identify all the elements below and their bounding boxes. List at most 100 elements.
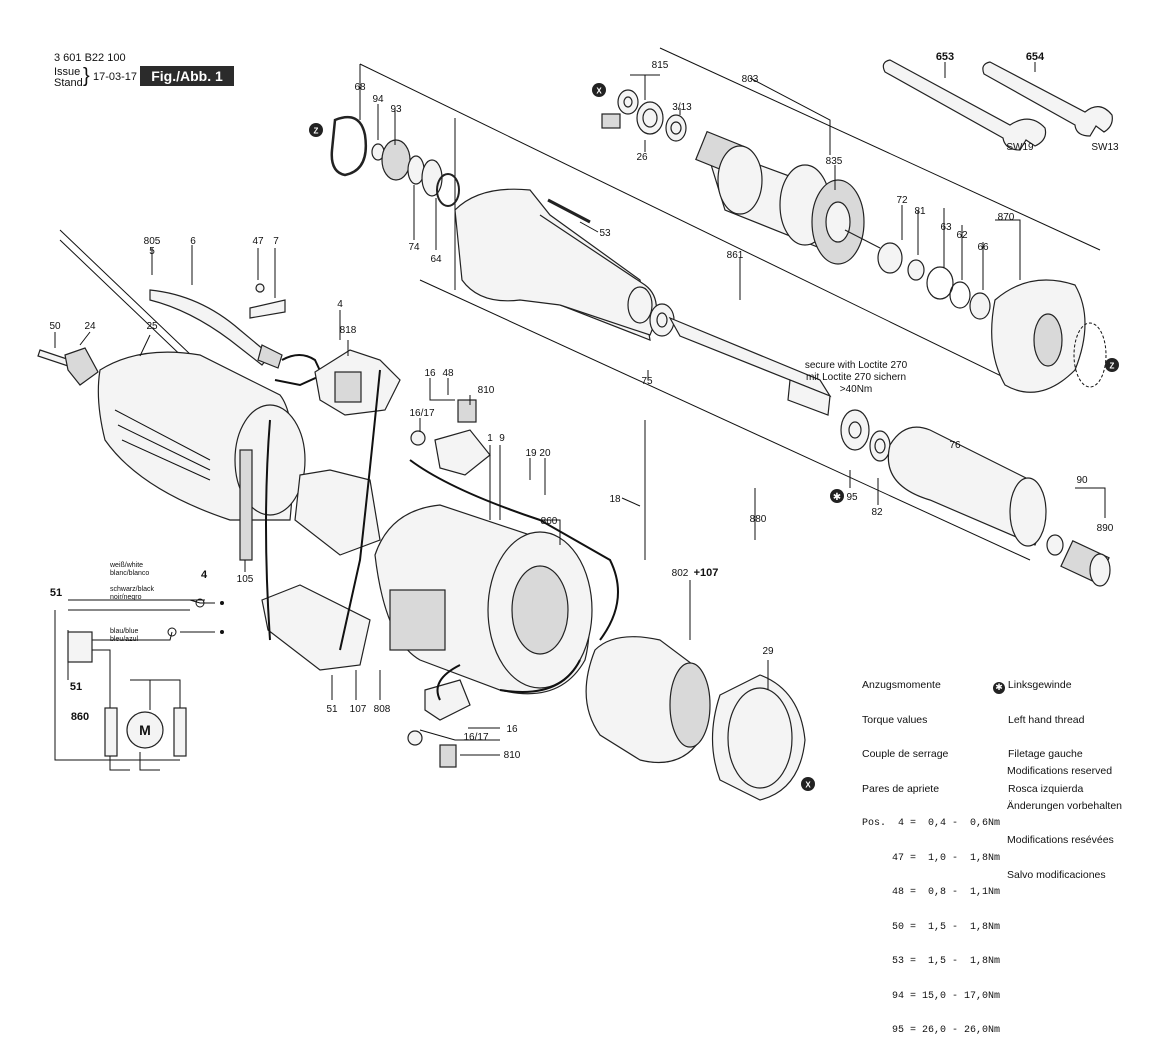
brush-holder-lower bbox=[407, 679, 471, 768]
svg-text:X: X bbox=[805, 781, 811, 790]
svg-text:6: 6 bbox=[190, 236, 196, 247]
svg-text:654: 654 bbox=[1026, 51, 1045, 63]
torque-row: 94 = 15,0 - 17,0Nm bbox=[862, 990, 1001, 1002]
gear-93 bbox=[371, 139, 460, 207]
svg-text:M: M bbox=[139, 722, 151, 738]
svg-text:75: 75 bbox=[641, 376, 653, 387]
svg-text:4: 4 bbox=[337, 299, 343, 310]
sleeve-76 bbox=[887, 426, 1047, 547]
svg-text:76: 76 bbox=[949, 440, 961, 451]
flange-870 bbox=[991, 279, 1107, 393]
armature-803 bbox=[695, 130, 881, 265]
torque-row: 95 = 26,0 - 26,0Nm bbox=[862, 1025, 1001, 1036]
svg-text:Z: Z bbox=[314, 127, 319, 136]
torque-table: Anzugsmomente Torque values Couple de se… bbox=[862, 657, 1000, 1048]
modifications-note: Modifications reserved Änderungen vorbeh… bbox=[1007, 743, 1122, 893]
svg-text:blanc/blanco: blanc/blanco bbox=[110, 570, 149, 577]
screw-50 bbox=[37, 347, 99, 386]
svg-text:808: 808 bbox=[374, 704, 391, 715]
svg-text:66: 66 bbox=[977, 242, 989, 253]
svg-text:810: 810 bbox=[478, 385, 495, 396]
svg-text:63: 63 bbox=[940, 222, 952, 233]
mods-fr: Modifications resévées bbox=[1007, 834, 1114, 846]
spindle-75 bbox=[668, 316, 891, 462]
svg-text:16: 16 bbox=[506, 724, 518, 735]
torque-title-de: Anzugsmomente bbox=[862, 679, 941, 691]
svg-text:25: 25 bbox=[146, 321, 158, 332]
svg-text:SW19: SW19 bbox=[1006, 142, 1034, 153]
svg-text:95: 95 bbox=[846, 492, 858, 503]
svg-text:880: 880 bbox=[750, 514, 767, 525]
svg-text:802: 802 bbox=[672, 568, 689, 579]
svg-text:24: 24 bbox=[84, 321, 96, 332]
torque-row: Pos. 4 = 0,4 - 0,6Nm bbox=[862, 818, 1001, 829]
switch-4 bbox=[314, 349, 401, 416]
svg-text:51: 51 bbox=[50, 587, 62, 599]
rear-cover-802 bbox=[585, 636, 711, 764]
callout-leaders bbox=[54, 62, 1106, 756]
svg-text:blau/blue: blau/blue bbox=[110, 628, 139, 635]
svg-text:68: 68 bbox=[354, 82, 366, 93]
svg-text:93: 93 bbox=[390, 104, 402, 115]
svg-text:51: 51 bbox=[326, 704, 338, 715]
svg-text:Z: Z bbox=[1110, 362, 1115, 371]
svg-text:105: 105 bbox=[237, 574, 254, 585]
bearing-x bbox=[601, 89, 639, 129]
svg-text:860: 860 bbox=[541, 516, 558, 527]
svg-text:94: 94 bbox=[372, 94, 384, 105]
issue-label: Issue bbox=[54, 66, 81, 78]
svg-text:16: 16 bbox=[424, 368, 436, 379]
svg-text:53: 53 bbox=[599, 228, 611, 239]
svg-text:>40Nm: >40Nm bbox=[840, 384, 873, 395]
part-number: 3 601 B22 100 bbox=[54, 52, 126, 64]
marker-x-bottom: X bbox=[801, 777, 815, 791]
svg-text:26: 26 bbox=[636, 152, 648, 163]
loctite-note: secure with Loctite 270 mit Loctite 270 … bbox=[805, 360, 908, 395]
figure-tag: Fig./Abb. 1 bbox=[140, 66, 234, 86]
svg-text:+107: +107 bbox=[694, 567, 719, 579]
mods-en: Modifications reserved bbox=[1007, 765, 1113, 777]
svg-text:835: 835 bbox=[826, 156, 843, 167]
svg-text:noir/negro: noir/negro bbox=[110, 594, 142, 601]
svg-text:47: 47 bbox=[252, 236, 264, 247]
svg-text:48: 48 bbox=[442, 368, 454, 379]
mods-de: Änderungen vorbehalten bbox=[1007, 799, 1123, 812]
torque-row: 48 = 0,8 - 1,1Nm bbox=[862, 887, 1001, 898]
mods-es: Salvo modificaciones bbox=[1007, 868, 1106, 881]
svg-text:653: 653 bbox=[936, 51, 954, 63]
svg-text:818: 818 bbox=[340, 325, 357, 336]
callout-labels: 653 654 SW19 SW13 815 803 3/13 26 835 68… bbox=[49, 51, 1119, 761]
brace: } bbox=[83, 65, 90, 87]
torque-row: 50 = 1,5 - 1,8Nm bbox=[862, 921, 1001, 933]
issue-date: 17-03-17 bbox=[93, 71, 138, 83]
svg-text:18: 18 bbox=[609, 494, 621, 505]
svg-text:3/13: 3/13 bbox=[672, 102, 692, 113]
svg-text:81: 81 bbox=[914, 206, 926, 217]
svg-text:62: 62 bbox=[956, 230, 968, 241]
svg-text:50: 50 bbox=[49, 321, 61, 332]
svg-text:870: 870 bbox=[998, 212, 1015, 223]
torque-row: 47 = 1,0 - 1,8Nm bbox=[862, 852, 1001, 864]
ring-parts-870 bbox=[877, 242, 991, 320]
gear-housing-861 bbox=[454, 188, 675, 341]
svg-text:schwarz/black: schwarz/black bbox=[110, 586, 154, 593]
wrench-653 bbox=[882, 59, 1047, 151]
thread-label-de: Linksgewinde bbox=[1007, 679, 1072, 691]
svg-text:7: 7 bbox=[273, 236, 279, 247]
end-ring-29 bbox=[711, 674, 806, 801]
left-thread-star-icon: ✱ bbox=[993, 682, 1005, 694]
left-thread-star-icon: ✱ bbox=[830, 489, 844, 503]
svg-text:72: 72 bbox=[896, 195, 908, 206]
field-housing-880 bbox=[294, 469, 593, 695]
svg-text:74: 74 bbox=[408, 242, 420, 253]
svg-text:803: 803 bbox=[742, 74, 759, 85]
svg-text:19 20: 19 20 bbox=[525, 448, 550, 459]
marker-z-right: Z bbox=[1105, 358, 1119, 372]
svg-text:890: 890 bbox=[1097, 523, 1114, 534]
marker-z-left: Z bbox=[309, 123, 323, 137]
stand-label: Stand bbox=[54, 77, 83, 89]
svg-text:860: 860 bbox=[71, 711, 89, 723]
svg-text:1: 1 bbox=[487, 433, 493, 444]
svg-text:861: 861 bbox=[727, 250, 744, 261]
svg-text:weiß/white: weiß/white bbox=[109, 562, 143, 569]
